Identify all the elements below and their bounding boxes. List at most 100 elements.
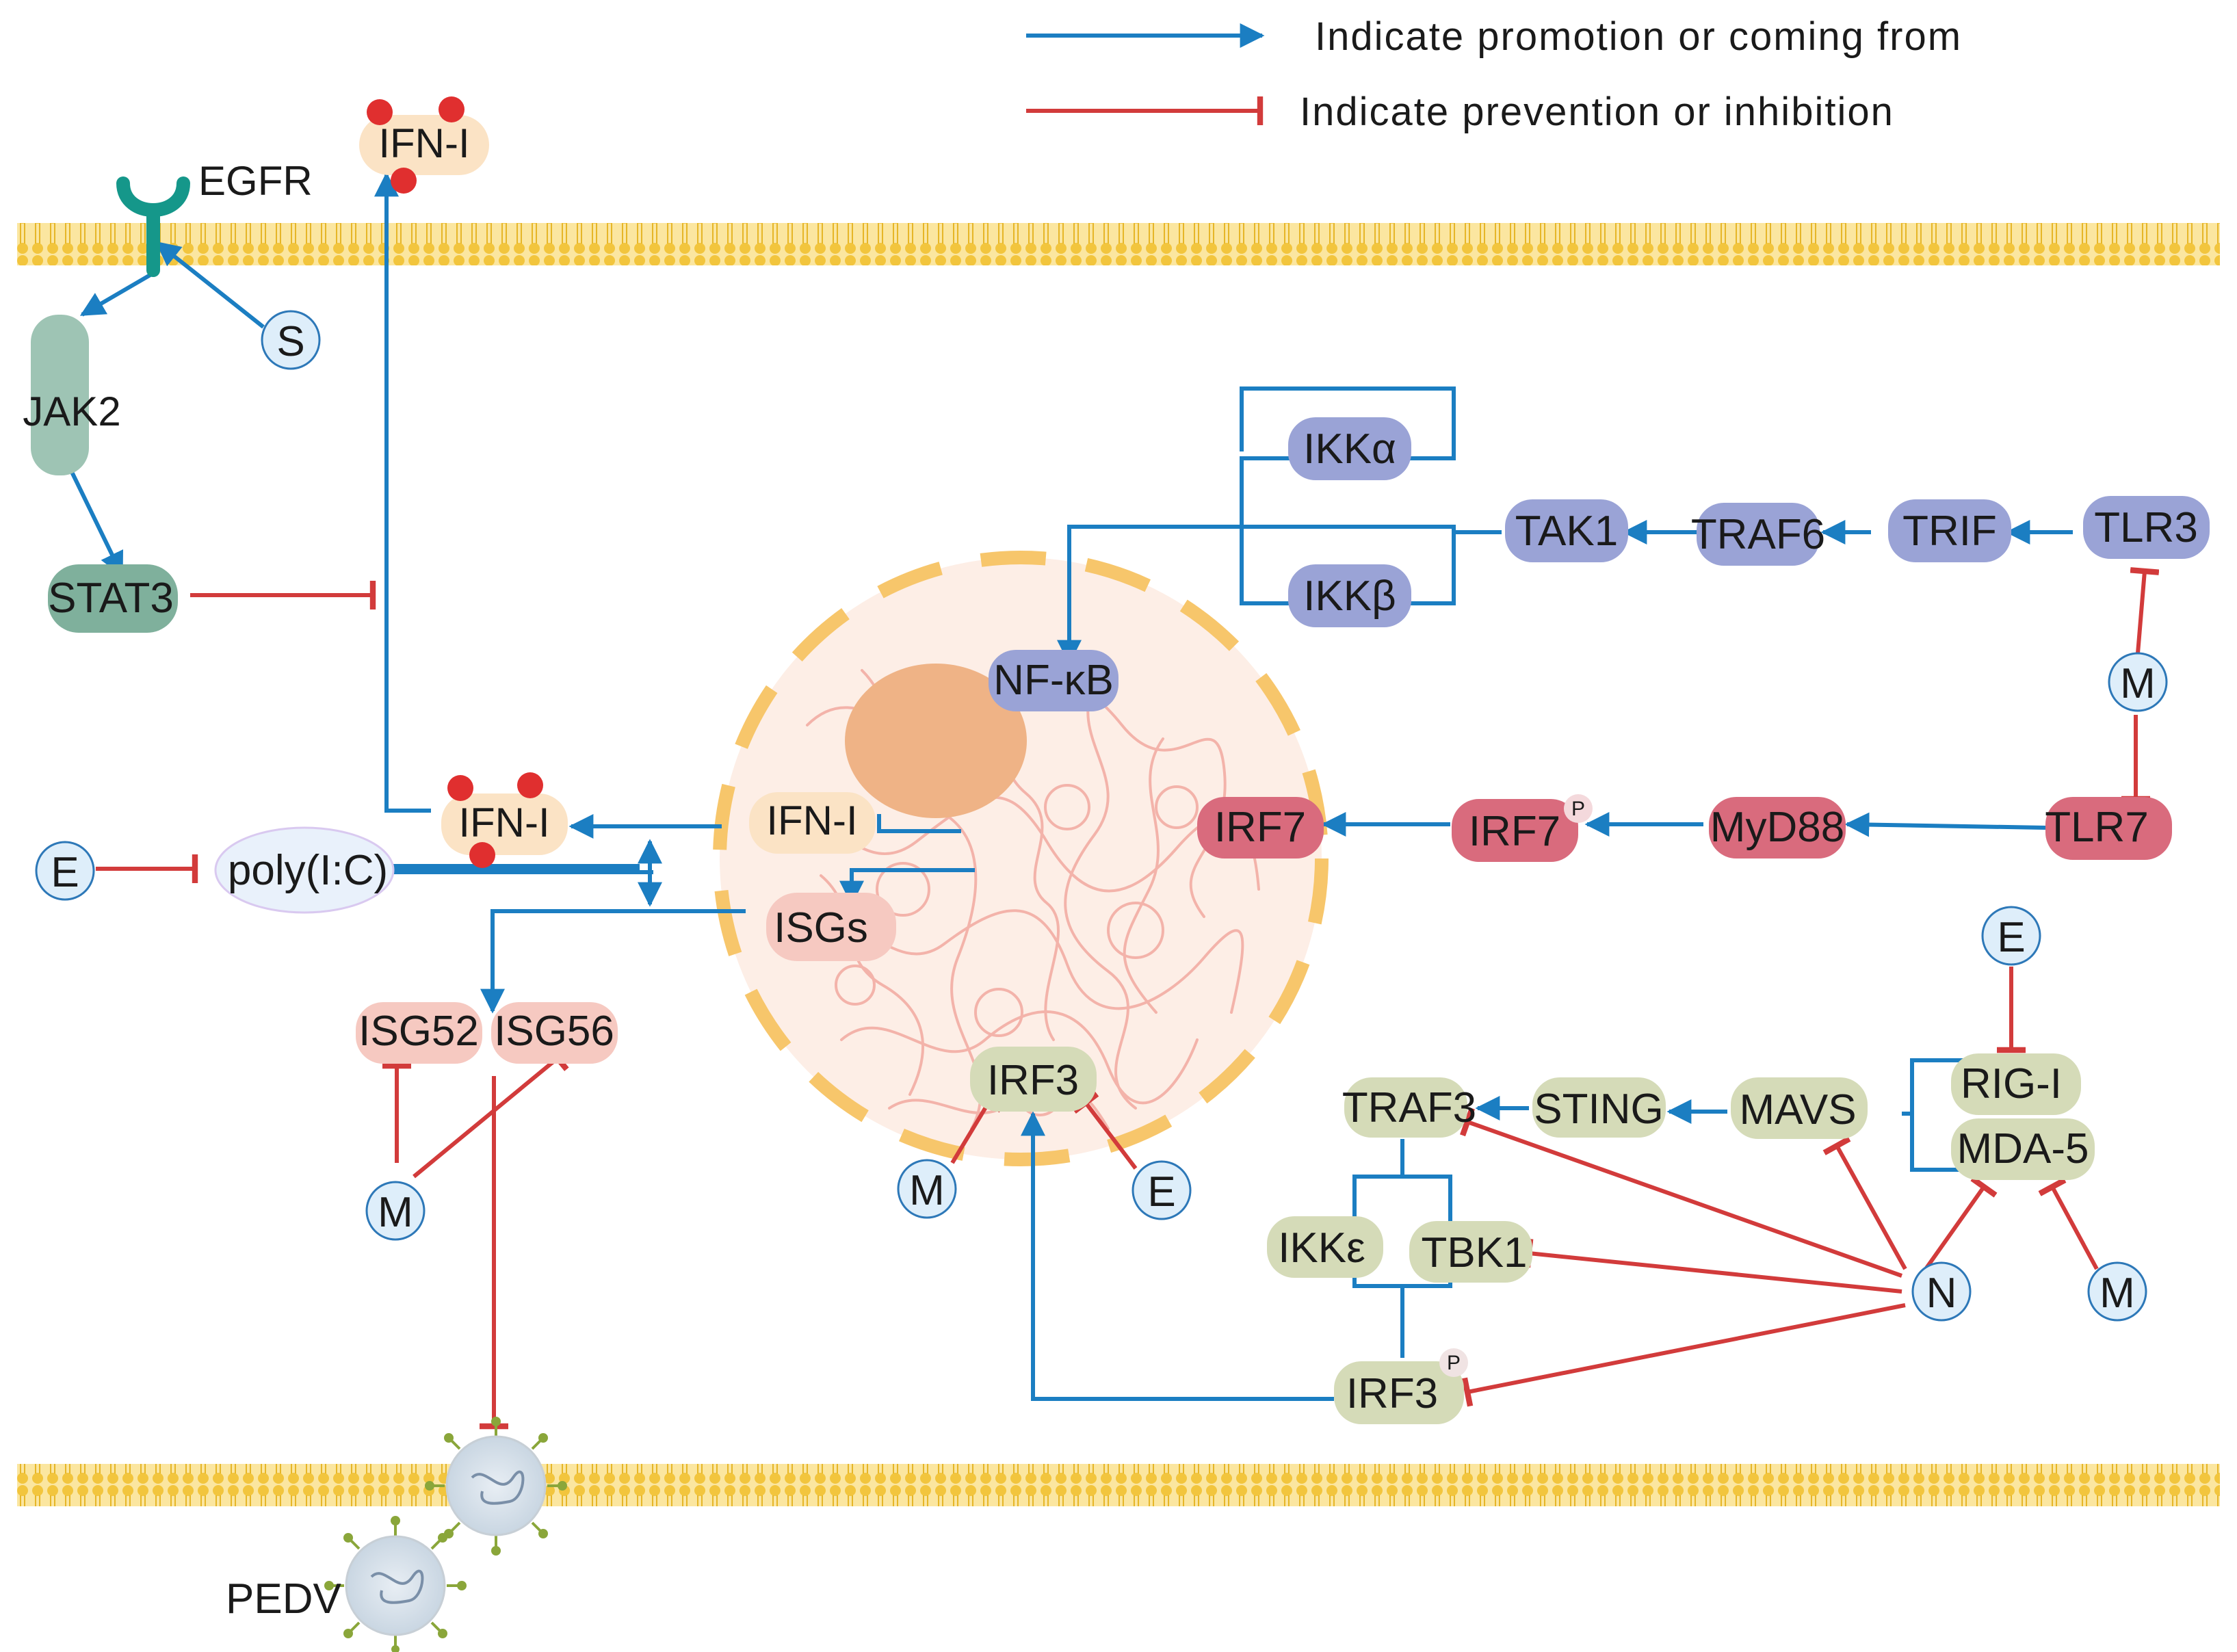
m-protein-label-irf3: M — [909, 1167, 945, 1214]
isgs-label: ISGs — [774, 904, 868, 952]
ifn-mid-dot — [517, 772, 543, 798]
ifn-top-dot — [391, 168, 417, 194]
poly-ic-label: poly(I:C) — [228, 847, 388, 894]
ikka-label: IKKα — [1303, 425, 1396, 473]
poly-ic-node — [214, 826, 395, 914]
irf3-label: IRF3 — [987, 1057, 1079, 1104]
ifn-top-dot — [439, 96, 465, 122]
mda5-label: MDA-5 — [1957, 1125, 2089, 1172]
tlr3-label: TLR3 — [2094, 504, 2198, 551]
e-protein-node-rig — [1981, 906, 2041, 966]
irf3p-label: IRF3 — [1346, 1370, 1438, 1417]
traf6-label: TRAF6 — [1691, 511, 1825, 558]
ifn-top-dot — [367, 99, 393, 125]
nfkb-label: NF-κB — [993, 657, 1114, 704]
n-protein-node — [1911, 1261, 1972, 1322]
mavs-node — [1731, 1077, 1868, 1139]
m-protein-node-irf3 — [897, 1159, 957, 1219]
legend-promotion-label: Indicate promotion or coming from — [1315, 14, 1962, 59]
ifn-nuc-label: IFN-I — [766, 798, 857, 843]
legend: Indicate promotion or coming from Indica… — [1026, 14, 1962, 134]
ikke-label: IKKε — [1278, 1224, 1365, 1272]
tak1-label: TAK1 — [1515, 508, 1618, 555]
tbk1-label: TBK1 — [1421, 1229, 1527, 1276]
ifn-mid-dot — [469, 842, 495, 868]
sting-node — [1532, 1077, 1666, 1138]
e-protein-node-poly — [35, 841, 95, 901]
e-protein-label-poly: E — [51, 849, 79, 896]
viral-proteins — [35, 310, 2168, 1322]
s-protein-label: S — [276, 318, 304, 365]
egfr-receptor-icon — [116, 176, 190, 277]
m-protein-node-isg — [365, 1181, 426, 1241]
irf3p-superscript: P — [1447, 1352, 1461, 1374]
sting-label: STING — [1534, 1086, 1663, 1133]
m-protein-label-mda5: M — [2099, 1270, 2135, 1317]
irf7p-superscript: P — [1571, 798, 1585, 820]
tlr7-node — [2045, 797, 2172, 860]
rigi-label: RIG-I — [1961, 1060, 2062, 1107]
traf3-label: TRAF3 — [1342, 1084, 1476, 1131]
e-protein-label-rig: E — [1997, 914, 2025, 961]
tlr3-node — [2083, 496, 2210, 559]
isg52-node — [356, 1002, 482, 1064]
pedv-virion-icon — [425, 1417, 567, 1556]
trif-label: TRIF — [1902, 508, 1997, 555]
traf3-node — [1344, 1077, 1467, 1138]
traf6-node — [1697, 503, 1820, 566]
jak2-label: JAK2 — [23, 389, 120, 434]
irf7-node — [1197, 797, 1324, 858]
irf3-node — [970, 1047, 1097, 1112]
ifn-top-node — [359, 115, 489, 175]
irf7p-node — [1452, 799, 1578, 862]
isg52-label: ISG52 — [358, 1008, 479, 1055]
pedv-label: PEDV — [226, 1575, 341, 1623]
nucleolus — [845, 664, 1027, 818]
rig-pathway — [970, 1047, 2095, 1424]
s-protein-node — [261, 310, 321, 370]
ikka-node — [1288, 417, 1411, 480]
ikkb-node — [1288, 564, 1411, 627]
irf7-phospho-dot — [1564, 794, 1593, 823]
mda5-node — [1951, 1118, 2095, 1180]
irf3p-node — [1334, 1361, 1464, 1424]
cell-membrane-bottom — [17, 1464, 2220, 1506]
e-protein-label-irf3: E — [1147, 1168, 1175, 1216]
tlr7-pathway — [1197, 797, 2172, 862]
n-protein-label: N — [1926, 1270, 1957, 1317]
cell-membrane-top — [17, 223, 2220, 265]
tlr7-label: TLR7 — [2045, 804, 2149, 851]
egfr-label: EGFR — [198, 158, 313, 204]
myd88-label: MyD88 — [1710, 804, 1844, 851]
legend-inhibition-label: Indicate prevention or inhibition — [1300, 90, 1894, 134]
ifn-nuc-node — [749, 792, 876, 854]
pedv-virion-icon — [324, 1516, 467, 1652]
rigi-node — [1951, 1053, 2081, 1115]
irf7p-label: IRF7 — [1469, 808, 1560, 855]
tbk1-node — [1409, 1221, 1532, 1283]
ifn-top-label: IFN-I — [378, 120, 469, 166]
myd88-node — [1709, 797, 1846, 858]
trif-node — [1888, 499, 2011, 562]
nfkb-node — [989, 650, 1118, 711]
ifn-mid-label: IFN-I — [458, 800, 549, 845]
isgs-node — [766, 893, 896, 961]
irf3-phospho-dot — [1439, 1348, 1468, 1377]
mavs-label: MAVS — [1739, 1086, 1856, 1133]
promotion-arrows — [70, 172, 2073, 1401]
m-protein-label-isg: M — [378, 1189, 413, 1236]
stat3-node — [48, 564, 178, 633]
tak1-node — [1505, 499, 1628, 562]
isg56-label: ISG56 — [494, 1008, 614, 1055]
m-protein-node-mda5 — [2087, 1261, 2147, 1322]
m-protein-label-tlr: M — [2120, 660, 2156, 707]
m-protein-node-tlr — [2108, 652, 2168, 712]
isg56-node — [491, 1002, 618, 1064]
ifn-mid-dot — [447, 775, 473, 801]
inhibition-lines — [96, 567, 2160, 1430]
ikkb-label: IKKβ — [1303, 573, 1396, 620]
irf7-label: IRF7 — [1214, 804, 1306, 851]
tlr3-pathway — [989, 417, 2210, 711]
ikke-node — [1267, 1216, 1383, 1278]
stat3-label: STAT3 — [48, 575, 174, 622]
